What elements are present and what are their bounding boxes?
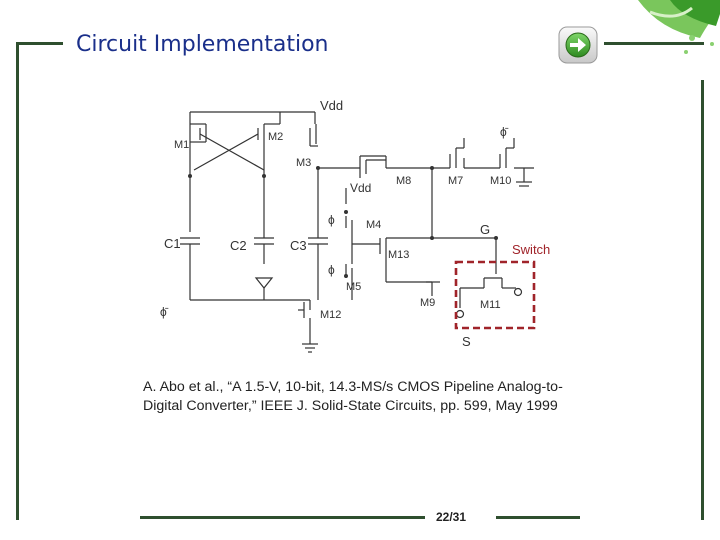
label-phi-m5: ϕ — [328, 263, 335, 277]
label-m10: M10 — [490, 175, 511, 187]
arrow-right-icon — [558, 26, 598, 64]
frame-top-right-line — [604, 42, 704, 45]
label-m1: M1 — [174, 139, 189, 151]
label-vdd-inner: Vdd — [350, 181, 371, 195]
label-m7: M7 — [448, 175, 463, 187]
label-c3: C3 — [290, 238, 307, 253]
label-m11: M11 — [480, 299, 501, 311]
page-number: 22/31 — [436, 510, 467, 524]
label-m8: M8 — [396, 175, 411, 187]
label-vdd-top: Vdd — [320, 98, 343, 113]
label-m12: M12 — [320, 309, 341, 321]
frame-bottom-line-right — [496, 516, 580, 519]
label-m9: M9 — [420, 297, 435, 309]
label-c2: C2 — [230, 238, 247, 253]
leaf-icon — [638, 0, 720, 54]
label-m2: M2 — [268, 131, 283, 143]
next-slide-button[interactable] — [556, 24, 600, 66]
label-m4: M4 — [366, 219, 381, 231]
label-c1: C1 — [164, 236, 181, 251]
label-m5: M5 — [346, 281, 361, 293]
label-phi-bar-bottom: ϕ̄ — [160, 305, 169, 319]
frame-bottom-line-left — [140, 516, 425, 519]
label-s: S — [462, 334, 471, 349]
label-phi-bar-top: ϕ̄ — [500, 125, 509, 139]
label-g: G — [480, 222, 490, 237]
switch-box — [454, 260, 536, 330]
label-m13: M13 — [388, 249, 409, 261]
citation-text: A. Abo et al., “A 1.5-V, 10-bit, 14.3-MS… — [143, 379, 563, 414]
slide-title: Circuit Implementation — [76, 32, 329, 57]
label-phi-m4: ϕ — [328, 213, 335, 227]
label-m3: M3 — [296, 157, 311, 169]
frame-left-line — [16, 42, 19, 520]
label-switch: Switch — [512, 242, 550, 257]
frame-right-line — [701, 80, 704, 520]
circuit-diagram: Vdd Vdd M1 M2 M3 M4 M5 M7 M8 M9 M10 M11 … — [160, 98, 550, 353]
frame-top-left-line — [18, 42, 63, 45]
